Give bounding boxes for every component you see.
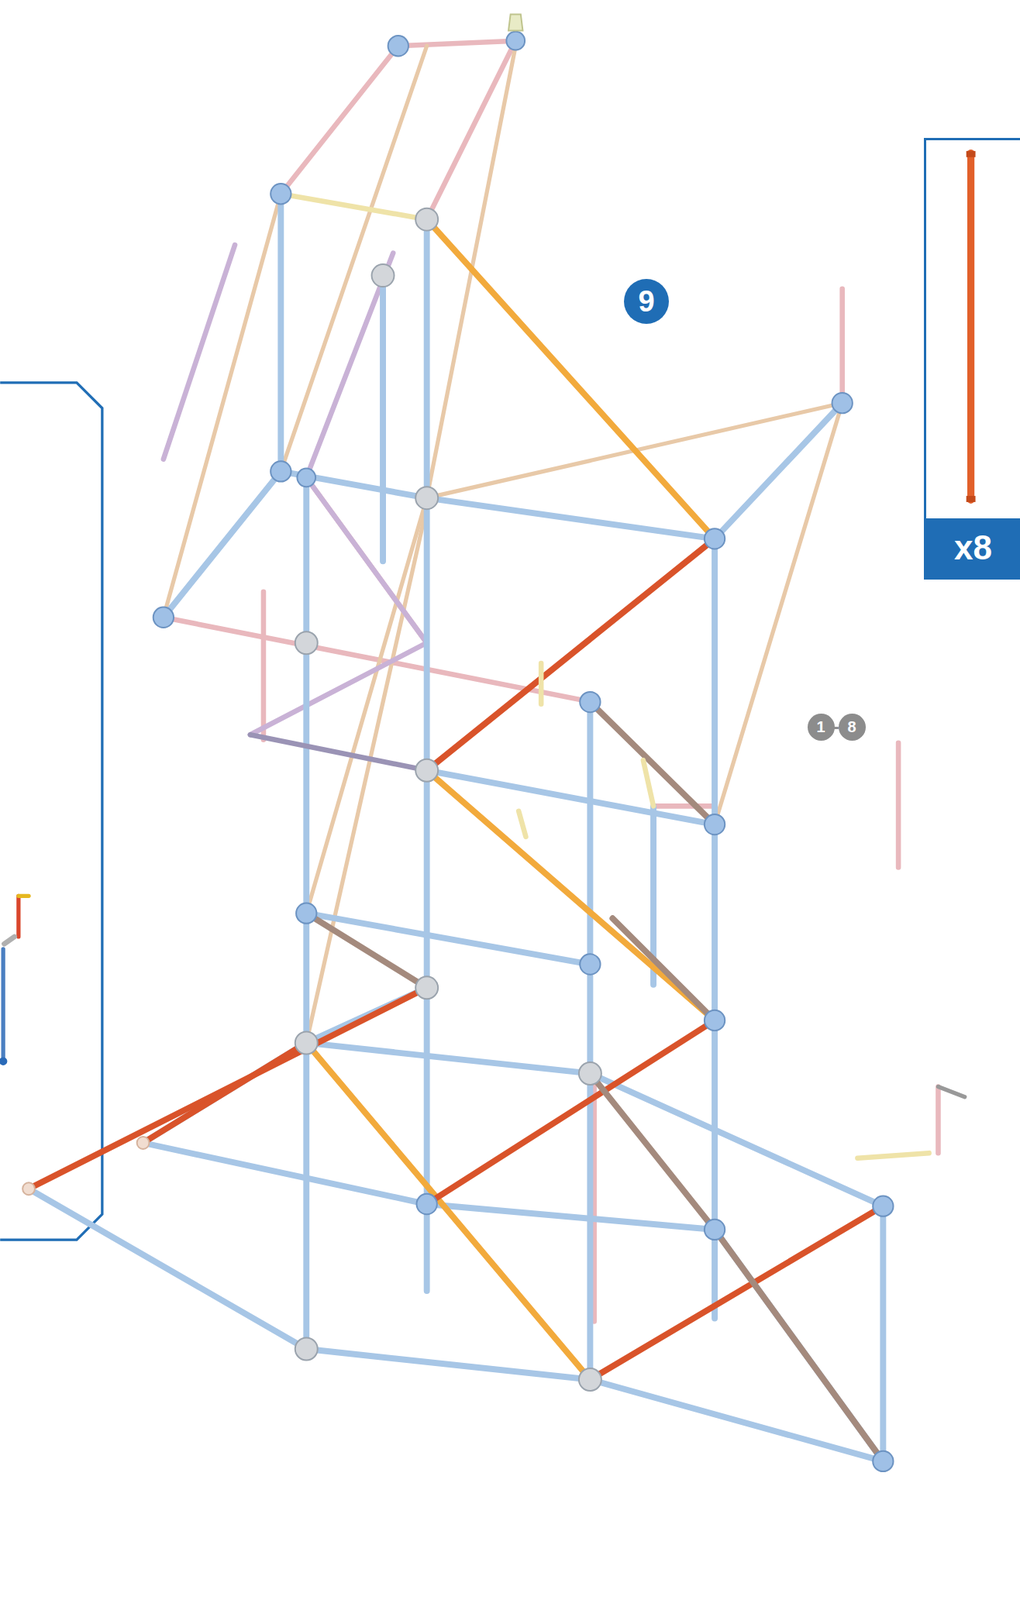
- step-number: 9: [623, 279, 669, 324]
- callout-number: 8: [847, 718, 856, 737]
- quantity-label: x8: [954, 528, 993, 568]
- range-dash: -: [833, 716, 840, 738]
- step-range-number: 8: [838, 713, 866, 741]
- parts-box: x8: [923, 137, 1020, 580]
- tower-model: [22, 13, 965, 1472]
- orange-rod: [970, 151, 972, 503]
- callout-number: 9: [637, 285, 655, 319]
- callout-panel: [0, 382, 103, 1241]
- quantity-band: x8: [926, 518, 1020, 578]
- callout-number: 1: [816, 718, 825, 737]
- step-range-number: 1: [807, 713, 835, 741]
- partial-model: [0, 895, 29, 1066]
